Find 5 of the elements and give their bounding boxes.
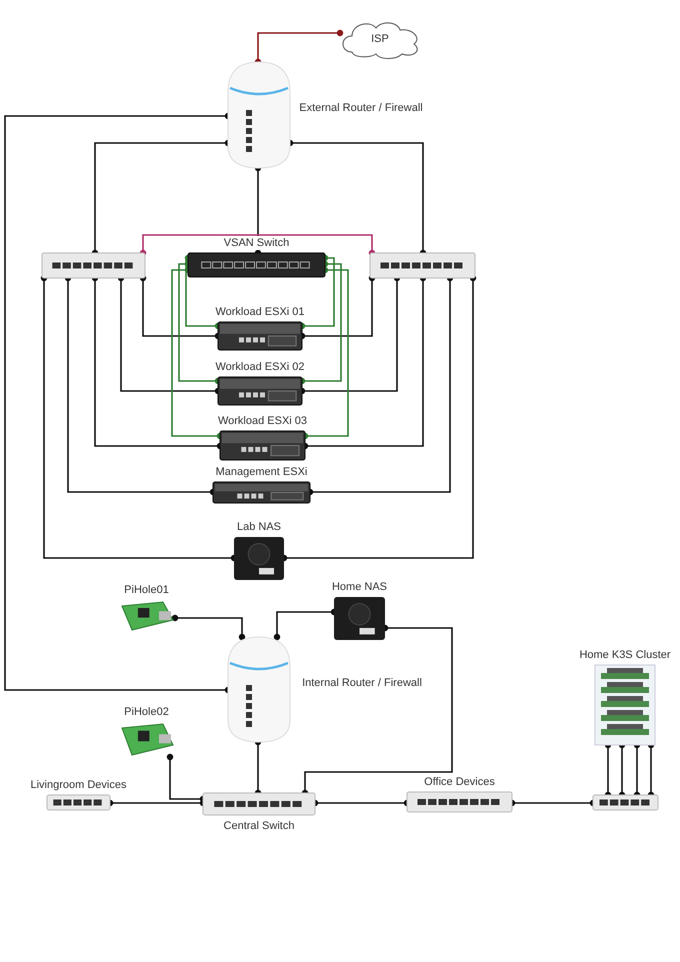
device-label: ISP — [370, 32, 390, 46]
network-cable — [140, 234, 376, 256]
device-label: Management ESXi — [214, 465, 310, 479]
device-label: VSAN Switch — [222, 236, 292, 250]
network-cable — [172, 614, 246, 640]
